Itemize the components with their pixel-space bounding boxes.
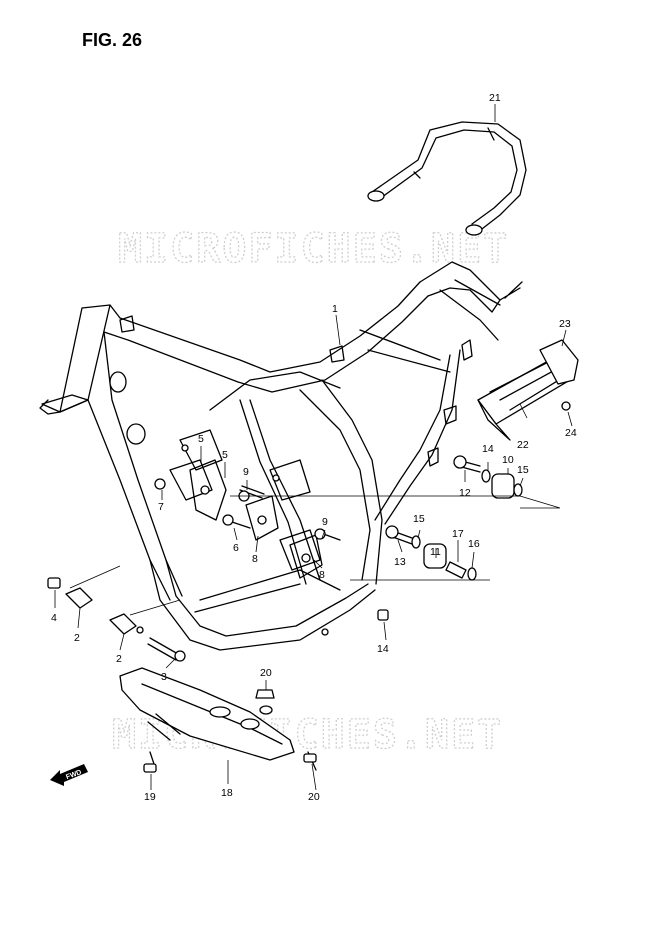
callout-labels: 21 1 23 22 24 5 5 9 7 6 8 9 8 14 10 15 1… bbox=[51, 92, 577, 803]
bolts bbox=[147, 455, 481, 662]
leader-lines bbox=[54, 104, 573, 791]
cap-19 bbox=[255, 689, 275, 699]
callout-11: 11 bbox=[430, 546, 441, 558]
watermark-top: MICROFICHES.NET bbox=[118, 226, 509, 272]
callout-14b: 15 bbox=[517, 464, 529, 476]
callout-7: 7 bbox=[158, 501, 164, 513]
callout-9b: 9 bbox=[322, 516, 328, 528]
forward-direction-arrow: FWD bbox=[50, 764, 88, 786]
callout-20b: 20 bbox=[308, 791, 320, 803]
callout-23: 23 bbox=[559, 318, 571, 330]
callout-16: 17 bbox=[452, 528, 464, 540]
callout-2a: 2 bbox=[74, 632, 80, 644]
callout-21: 21 bbox=[489, 92, 501, 104]
callout-8a: 8 bbox=[252, 553, 258, 565]
front-mount-brackets bbox=[47, 577, 137, 635]
main-frame bbox=[39, 261, 523, 651]
engine-skid-guard bbox=[119, 667, 295, 761]
callout-9a: 9 bbox=[243, 466, 249, 478]
callout-2b: 2 bbox=[116, 653, 122, 665]
callout-15b: 16 bbox=[468, 538, 480, 550]
callout-6: 6 bbox=[233, 542, 239, 554]
callout-3: 3 bbox=[161, 671, 167, 683]
callout-15a: 15 bbox=[413, 513, 425, 525]
callout-13: 13 bbox=[394, 556, 406, 568]
figure-title: FIG. 26 bbox=[82, 30, 143, 50]
callout-5a: 5 bbox=[198, 433, 204, 445]
reference-lines bbox=[69, 495, 561, 616]
engine-mount-plates bbox=[189, 459, 323, 579]
callout-1: 1 bbox=[332, 303, 338, 315]
callout-20a: 19 bbox=[144, 791, 156, 803]
callout-10: 10 bbox=[502, 454, 514, 466]
callout-18: 18 bbox=[221, 787, 233, 799]
callout-5b: 5 bbox=[222, 449, 228, 461]
callout-19: 20 bbox=[260, 667, 272, 679]
callout-24: 24 bbox=[565, 427, 577, 439]
dampers-and-washers bbox=[411, 469, 523, 581]
callout-22: 22 bbox=[517, 439, 529, 451]
rear-carrier-handle bbox=[367, 121, 527, 236]
nut-17 bbox=[377, 609, 389, 621]
callout-12: 12 bbox=[459, 487, 471, 499]
guard-bolts bbox=[143, 751, 317, 773]
callout-4: 4 bbox=[51, 612, 57, 624]
tool-box bbox=[477, 339, 579, 441]
callout-14a: 14 bbox=[482, 443, 494, 455]
callout-17: 14 bbox=[377, 643, 389, 655]
callout-8b: 8 bbox=[319, 569, 325, 581]
